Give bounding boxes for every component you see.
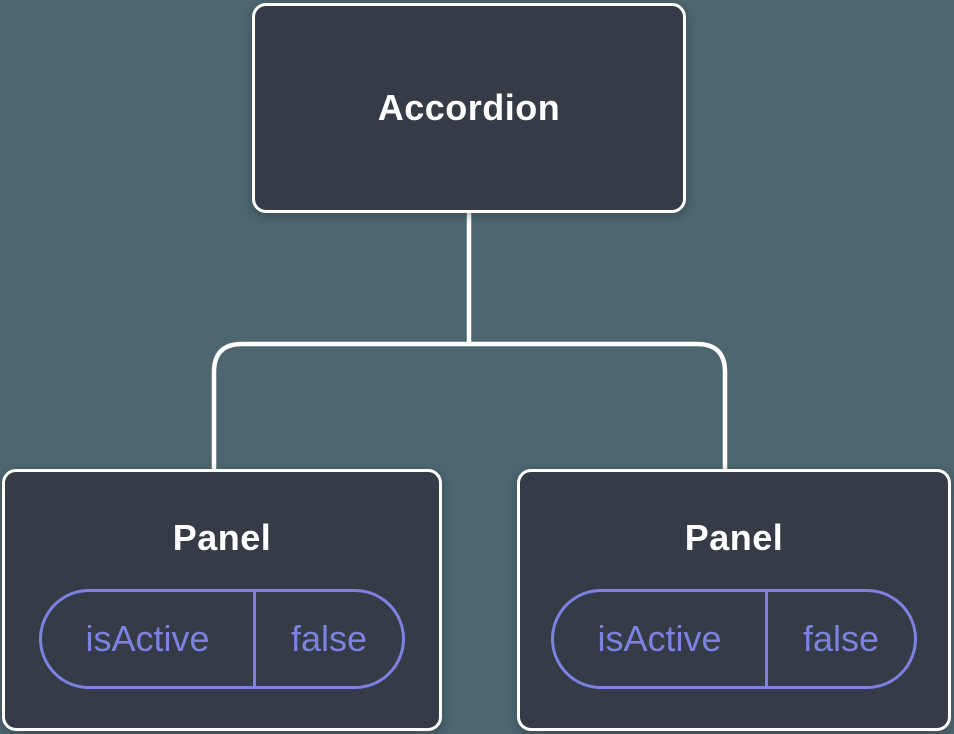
accordion-node: Accordion xyxy=(252,3,686,213)
state-key: isActive xyxy=(554,592,768,686)
connector-branch xyxy=(211,341,728,470)
state-pill: isActive false xyxy=(39,589,405,689)
state-key: isActive xyxy=(42,592,256,686)
panel-node-label: Panel xyxy=(684,517,784,558)
state-value: false xyxy=(290,618,368,659)
panel-node-left: Panel isActive false xyxy=(2,469,442,731)
accordion-node-label: Accordion xyxy=(377,87,561,128)
state-value: false xyxy=(802,618,880,659)
state-pill: isActive false xyxy=(551,589,917,689)
panel-node-right: Panel isActive false xyxy=(517,469,951,731)
panel-node-label: Panel xyxy=(172,517,272,558)
